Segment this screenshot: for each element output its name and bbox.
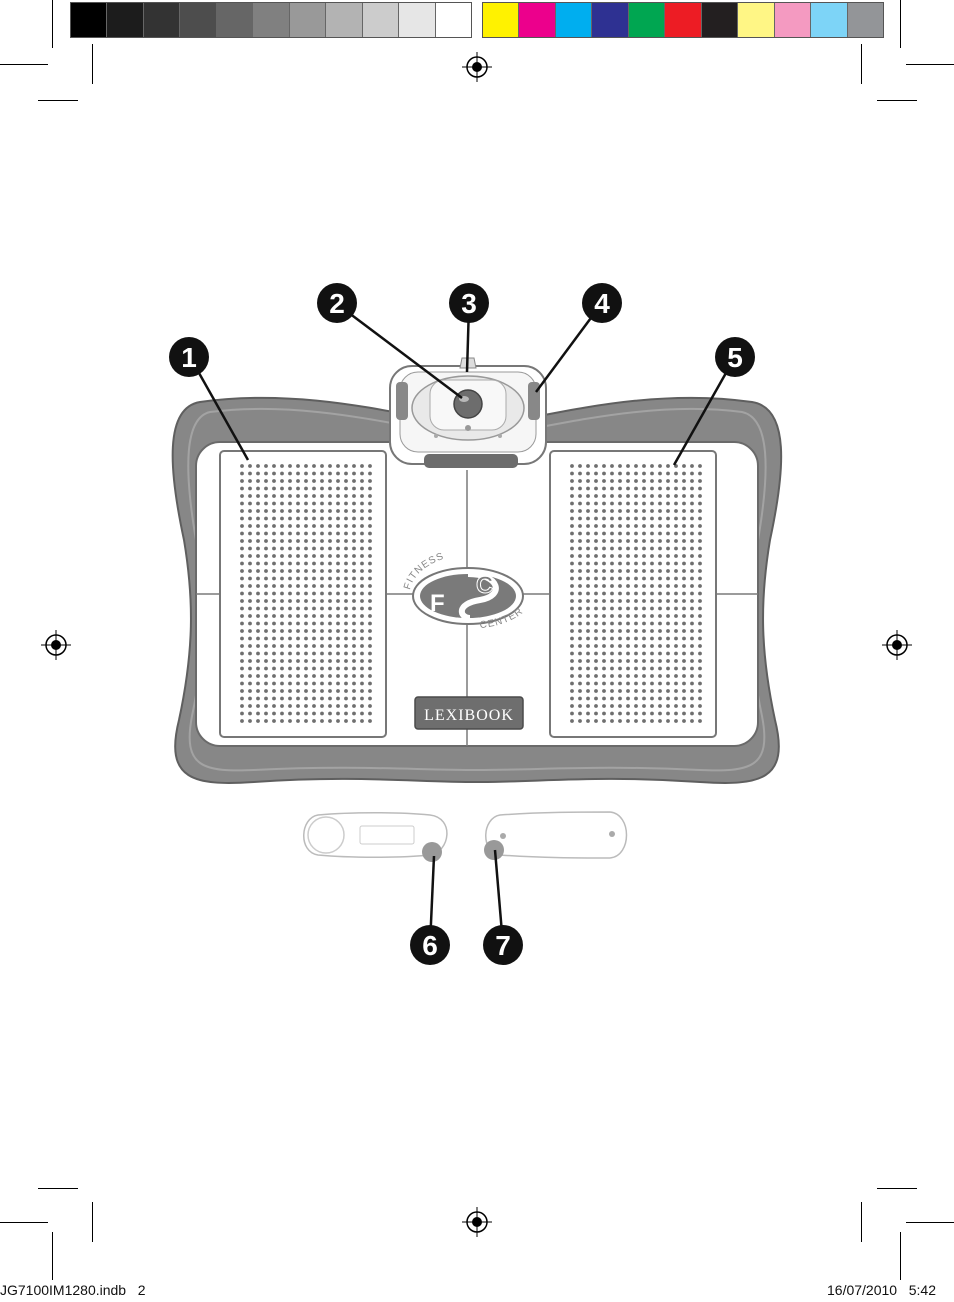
gray-swatch <box>326 3 363 37</box>
svg-text:3: 3 <box>461 288 477 319</box>
gray-color-bar <box>70 2 472 38</box>
crop-mark-bottom-right-v2 <box>900 1232 901 1280</box>
crop-mark-bottom-right-h <box>877 1188 917 1189</box>
color-swatch <box>811 3 848 37</box>
svg-text:7: 7 <box>495 930 511 961</box>
callout-6: 6 <box>410 925 450 965</box>
crop-mark-bottom-left-h2 <box>0 1222 48 1223</box>
color-swatch <box>847 3 883 37</box>
color-swatch <box>555 3 593 37</box>
registration-mark-bottom <box>462 1207 492 1237</box>
gray-swatch <box>71 3 108 37</box>
svg-text:6: 6 <box>422 930 438 961</box>
gray-swatch <box>362 3 400 37</box>
file-slug: JG7100IM1280.indb 2 <box>0 1282 146 1298</box>
crop-mark-top-left-v2 <box>92 44 93 84</box>
brand-plate: LEXIBOOK <box>414 696 524 730</box>
gray-swatch <box>143 3 181 37</box>
crop-mark-top-right-v2 <box>861 44 862 84</box>
right-pad-texture <box>570 464 702 723</box>
svg-text:4: 4 <box>594 288 610 319</box>
svg-text:1: 1 <box>181 342 197 373</box>
console-base <box>424 454 518 468</box>
gray-swatch <box>399 3 436 37</box>
fitness-center-logo: F C FITNESS CENTER <box>402 551 524 631</box>
left-pad-texture <box>240 464 372 723</box>
svg-text:LEXIBOOK: LEXIBOOK <box>424 707 514 724</box>
gray-swatch <box>289 3 327 37</box>
callout-3: 3 <box>449 283 489 323</box>
process-color-bar <box>482 2 884 38</box>
crop-mark-bottom-right-h2 <box>906 1222 954 1223</box>
crop-mark-top-right-v <box>900 0 901 48</box>
left-foot-pad <box>219 450 387 738</box>
logo-letter-c: C <box>476 572 493 599</box>
color-swatch <box>628 3 666 37</box>
gray-swatch <box>435 3 471 37</box>
callout-markers: 1 2 3 4 5 6 7 <box>169 283 755 965</box>
crop-mark-top-right-h2 <box>877 100 917 101</box>
crop-mark-bottom-right-v <box>861 1202 862 1242</box>
crop-mark-bottom-left-v2 <box>52 1232 53 1280</box>
crop-mark-top-left-h2 <box>38 100 78 101</box>
crop-mark-top-left-v <box>52 0 53 48</box>
color-swatch <box>519 3 556 37</box>
gray-swatch <box>216 3 254 37</box>
callout-5: 5 <box>715 337 755 377</box>
svg-text:2: 2 <box>329 288 345 319</box>
registration-mark-left <box>41 630 71 660</box>
left-speaker-grille <box>396 382 408 420</box>
registration-mark-right <box>882 630 912 660</box>
gray-swatch <box>107 3 144 37</box>
callout-7: 7 <box>483 925 523 965</box>
svg-text:5: 5 <box>727 342 743 373</box>
control-console <box>389 357 547 468</box>
crop-mark-bottom-left-h <box>38 1188 78 1189</box>
crop-mark-top-left-h <box>0 64 48 65</box>
callout-1: 1 <box>169 337 209 377</box>
color-swatch <box>592 3 629 37</box>
logo-letter-f: F <box>430 590 445 617</box>
left-hand-controller <box>303 812 448 862</box>
color-swatch <box>774 3 812 37</box>
date-slug: 16/07/2010 5:42 <box>827 1282 936 1298</box>
color-swatch <box>701 3 739 37</box>
right-foot-pad <box>549 450 717 738</box>
color-swatch <box>738 3 775 37</box>
right-hand-controller <box>484 811 628 860</box>
gray-swatch <box>253 3 290 37</box>
callout-2: 2 <box>317 283 357 323</box>
crop-mark-bottom-left-v <box>92 1202 93 1242</box>
color-swatch <box>665 3 702 37</box>
callout-4: 4 <box>582 283 622 323</box>
registration-mark-top <box>462 52 492 82</box>
gray-swatch <box>180 3 217 37</box>
crop-mark-top-right-h <box>906 64 954 65</box>
color-swatch <box>483 3 520 37</box>
